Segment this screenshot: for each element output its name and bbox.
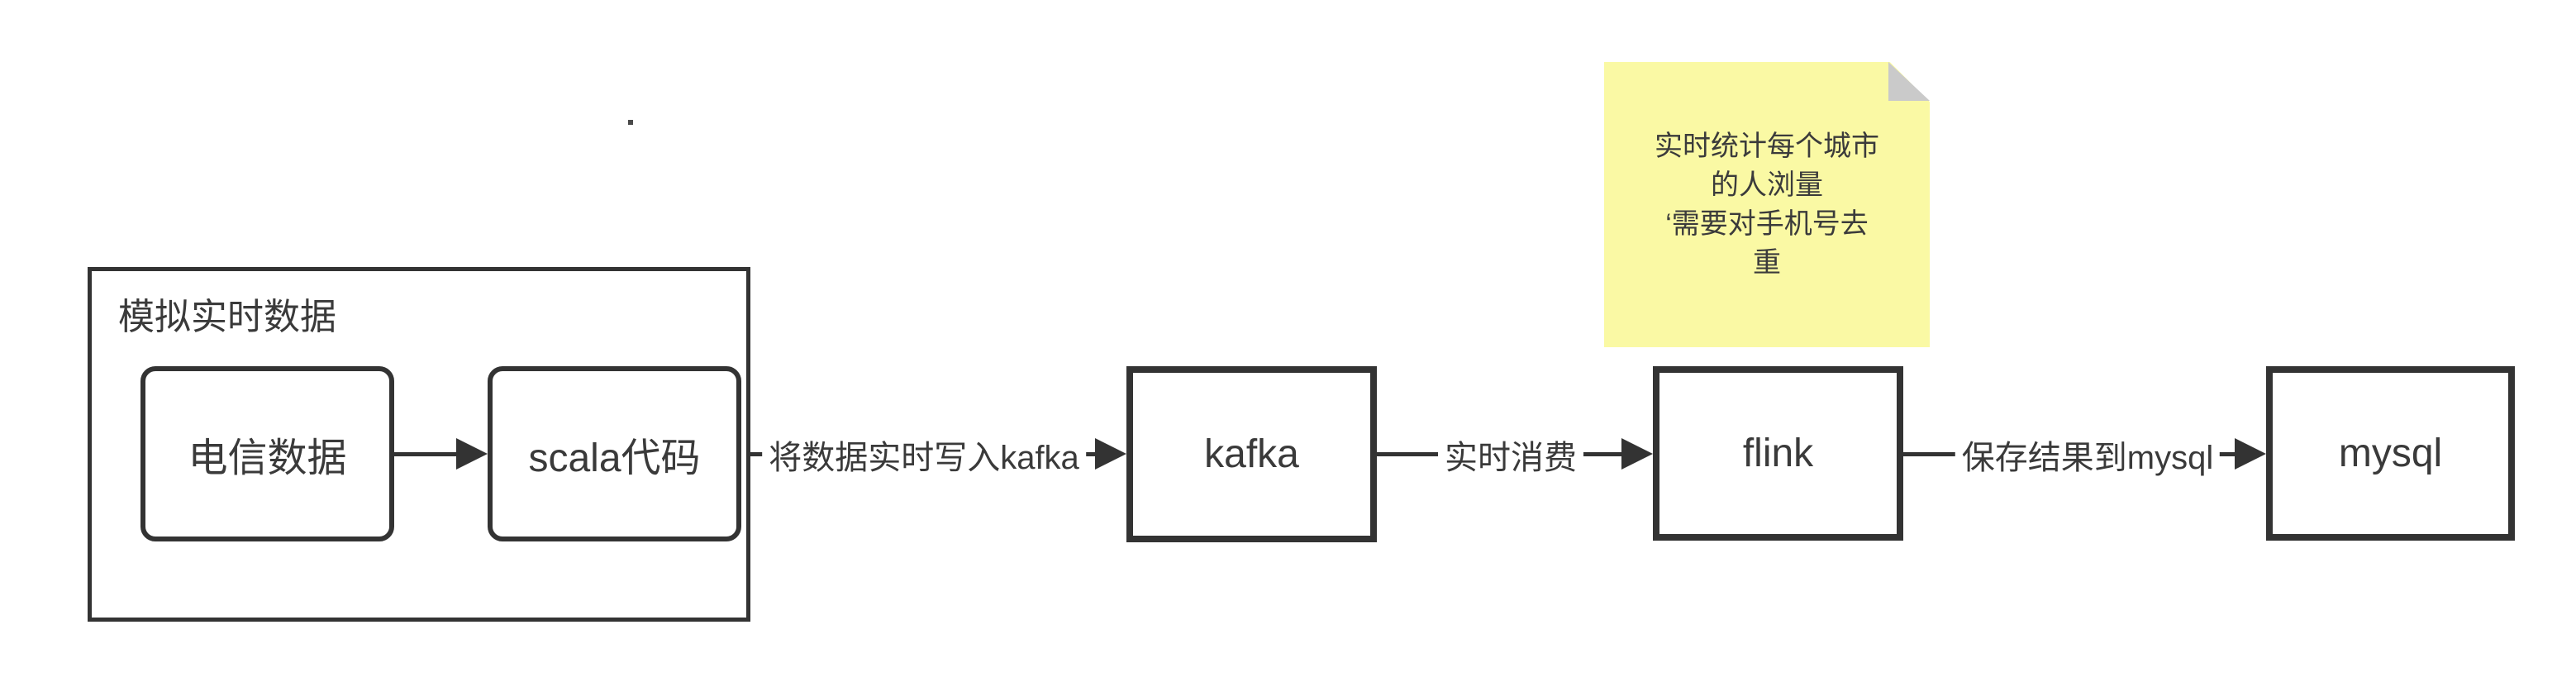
node-scala-code-label: scala代码 xyxy=(528,436,701,480)
group-simulated-realtime-data: 模拟实时数据 xyxy=(88,267,750,622)
node-telecom-data-label: 电信数据 xyxy=(188,436,347,480)
arrowhead-into-scala-icon xyxy=(456,438,488,470)
node-mysql-label: mysql xyxy=(2338,432,2443,475)
node-kafka-label: kafka xyxy=(1204,432,1299,476)
note-line: 实时统计每个城市 xyxy=(1655,130,1879,162)
node-mysql: mysql xyxy=(2266,366,2515,541)
note-line: ‘需要对手机号去 xyxy=(1665,207,1869,240)
node-kafka: kafka xyxy=(1126,366,1377,542)
edge-label-save-to-mysql: 保存结果到mysql xyxy=(1955,431,2221,479)
note-line: 的人浏量 xyxy=(1711,169,1823,201)
node-flink-label: flink xyxy=(1742,432,1814,475)
note-line: 重 xyxy=(1753,246,1781,279)
sticky-note: 实时统计每个城市 的人浏量 ‘需要对手机号去 重 xyxy=(1604,62,1930,347)
stray-dot xyxy=(628,120,633,125)
group-title: 模拟实时数据 xyxy=(118,297,336,337)
edge-label-realtime-consume: 实时消费 xyxy=(1438,431,1583,479)
node-telecom-data: 电信数据 xyxy=(140,366,394,541)
arrowhead-into-mysql-icon xyxy=(2235,438,2266,470)
node-scala-code: scala代码 xyxy=(488,366,741,541)
node-flink: flink xyxy=(1653,366,1903,541)
edge-label-write-to-kafka: 将数据实时写入kafka xyxy=(762,431,1086,479)
edge-telecom-to-scala xyxy=(394,452,460,456)
arrowhead-into-flink-icon xyxy=(1621,438,1653,470)
note-folded-corner-icon xyxy=(1888,62,1930,101)
arrowhead-into-kafka-icon xyxy=(1095,438,1126,470)
